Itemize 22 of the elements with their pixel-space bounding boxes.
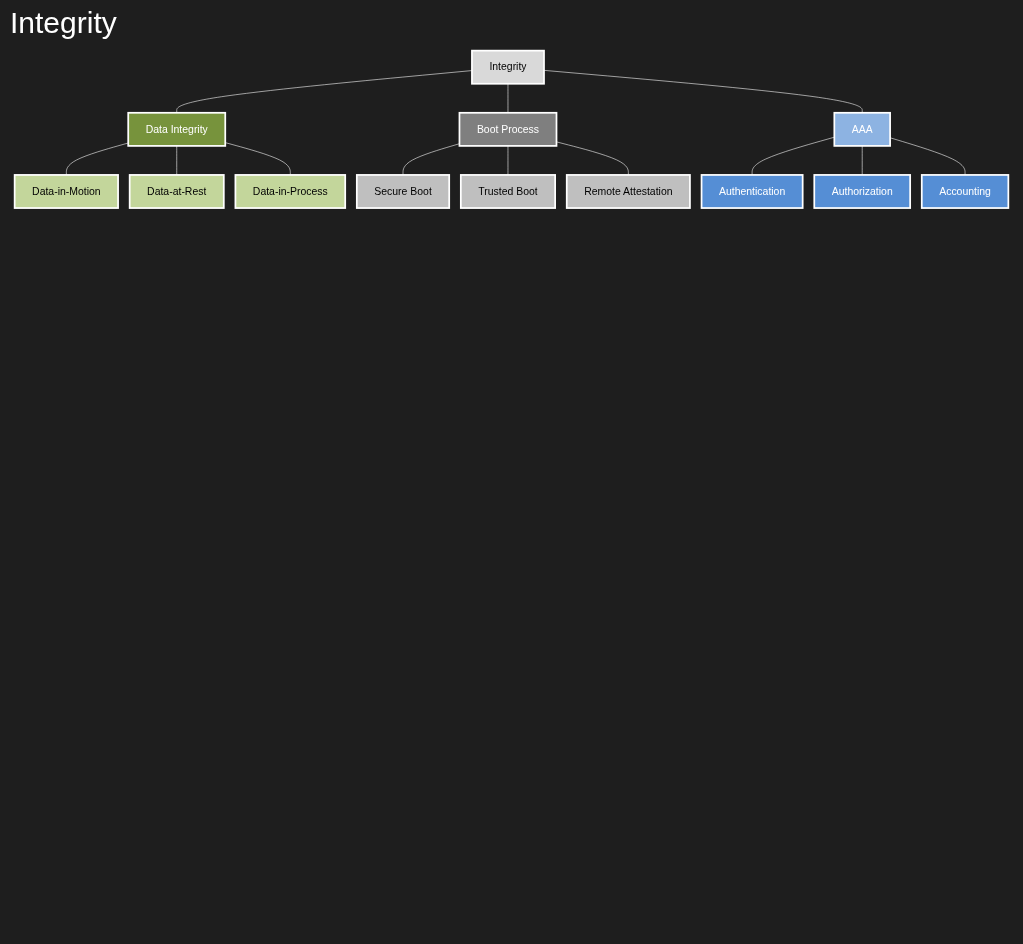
node-box: Data-in-Process bbox=[234, 174, 347, 209]
connector bbox=[556, 141, 629, 176]
connector bbox=[507, 83, 509, 114]
node-box: Data-in-Motion bbox=[13, 174, 119, 209]
node-box: Authorization bbox=[813, 174, 912, 209]
node-box: Secure Boot bbox=[355, 174, 451, 209]
connector bbox=[402, 143, 460, 176]
connector bbox=[751, 136, 835, 176]
connector bbox=[176, 145, 178, 176]
node-box: Accounting bbox=[920, 174, 1010, 209]
connector bbox=[861, 145, 863, 176]
diagram-title: Integrity bbox=[10, 6, 117, 40]
connector bbox=[66, 142, 129, 176]
node-box: AAA bbox=[833, 111, 891, 147]
node-box: Integrity bbox=[471, 49, 545, 85]
node-box: Boot Process bbox=[458, 111, 558, 147]
connector bbox=[507, 145, 509, 176]
node-box: Remote Attestation bbox=[565, 174, 691, 209]
node-box: Data Integrity bbox=[127, 111, 227, 147]
node-box: Authentication bbox=[700, 174, 804, 209]
node-box: Data-at-Rest bbox=[128, 174, 225, 209]
node-box: Trusted Boot bbox=[459, 174, 556, 209]
